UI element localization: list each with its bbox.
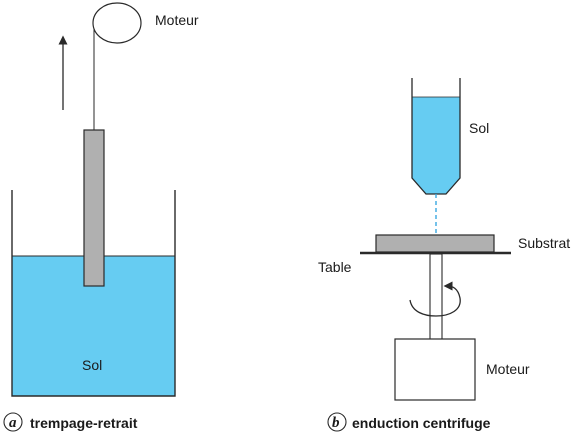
sol-label: Sol — [82, 357, 102, 373]
substrate-label: Substrat — [518, 235, 570, 251]
motor-wheel — [92, 2, 142, 44]
beaker — [11, 190, 176, 397]
caption-letter: b — [332, 415, 340, 431]
caption-letter-circle — [3, 412, 23, 432]
motor-label: Moteur — [486, 361, 530, 377]
panel-spin-coating: Sol Substrat Table Moteur b enduction ce… — [318, 78, 570, 432]
caption-text: enduction centrifuge — [352, 415, 491, 431]
caption-text: trempage-retrait — [30, 415, 138, 431]
caption-letter-circle — [327, 412, 347, 432]
caption-letter: a — [9, 415, 17, 431]
spin-motor — [394, 338, 476, 401]
dropper-fill — [412, 97, 460, 194]
sol-label: Sol — [469, 120, 489, 136]
rotation-arrow-icon — [409, 281, 461, 317]
motor-label: Moteur — [155, 12, 199, 28]
table-label: Table — [318, 259, 352, 275]
substrate-rod — [83, 129, 105, 287]
substrate — [375, 234, 495, 253]
panel-dip-coating: Moteur Sol a trempage-retrait — [3, 2, 199, 432]
spin-shaft — [429, 253, 443, 341]
